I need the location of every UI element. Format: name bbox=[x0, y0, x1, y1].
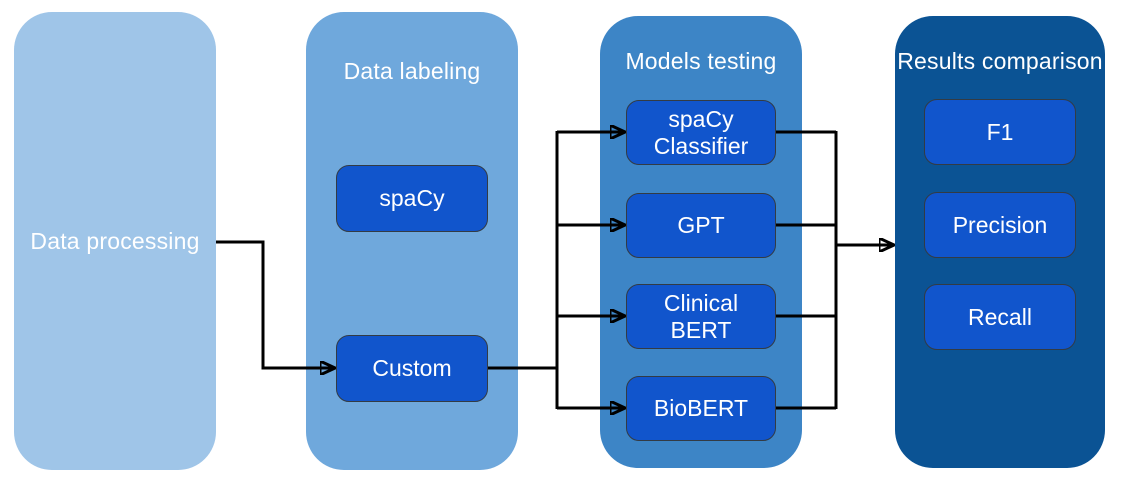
node-label: spaCy bbox=[379, 185, 445, 211]
stage-data-processing: Data processing bbox=[14, 12, 216, 470]
stage-title-models-testing: Models testing bbox=[625, 48, 777, 74]
node-label: Precision bbox=[952, 211, 1048, 238]
node-precision: Precision bbox=[924, 192, 1076, 258]
node-label: Custom bbox=[372, 355, 452, 381]
stage-data-labeling: Data labeling spaCy Custom bbox=[306, 12, 518, 470]
node-custom: Custom bbox=[336, 335, 488, 402]
node-label: BioBERT bbox=[653, 395, 749, 421]
stage-title-data-processing: Data processing bbox=[30, 227, 200, 254]
node-spacy: spaCy bbox=[336, 165, 488, 232]
stage-title-data-labeling: Data labeling bbox=[343, 58, 481, 84]
node-label: Recall bbox=[968, 303, 1032, 330]
node-recall: Recall bbox=[924, 284, 1076, 350]
stage-results-comparison: Results comparison F1 Precision Recall bbox=[895, 16, 1105, 468]
stage-title-results-comparison: Results comparison bbox=[897, 48, 1103, 74]
node-gpt: GPT bbox=[626, 193, 776, 258]
node-spacy-classifier: spaCy Classifier bbox=[626, 100, 776, 165]
node-f1: F1 bbox=[924, 99, 1076, 165]
node-label: spaCy Classifier bbox=[653, 105, 749, 159]
node-biobert: BioBERT bbox=[626, 376, 776, 441]
node-label: Clinical BERT bbox=[663, 289, 739, 343]
node-label: F1 bbox=[986, 118, 1014, 145]
stage-models-testing: Models testing spaCy Classifier GPT Clin… bbox=[600, 16, 802, 468]
node-label: GPT bbox=[677, 212, 725, 238]
node-clinical-bert: Clinical BERT bbox=[626, 284, 776, 349]
